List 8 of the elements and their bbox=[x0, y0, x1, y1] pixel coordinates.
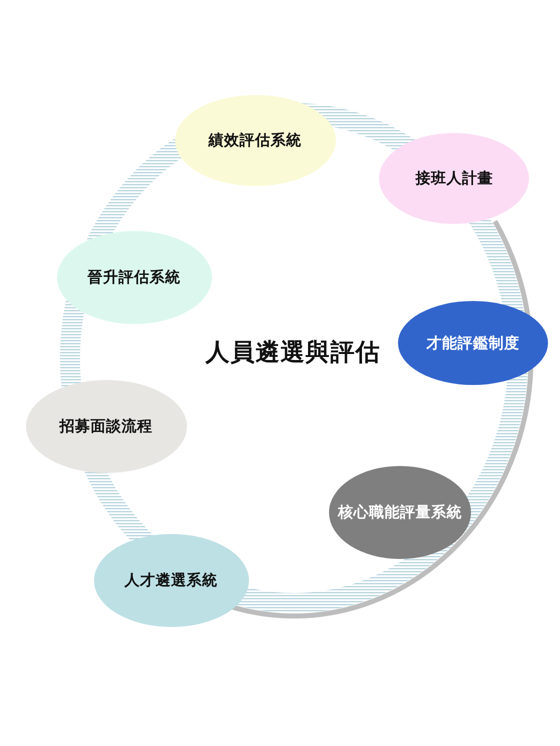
topic-label: 招募面談流程 bbox=[60, 416, 152, 436]
center-title: 人員遴選與評估 bbox=[206, 337, 380, 368]
topic-label: 核心職能評量系統 bbox=[338, 502, 462, 522]
topic-label: 人才遴選系統 bbox=[124, 570, 218, 590]
topic-label: 接班人計畫 bbox=[415, 168, 493, 188]
topic-label: 晉升評估系統 bbox=[88, 268, 180, 286]
topic-label: 績效評估系統 bbox=[208, 130, 302, 150]
topic-label: 才能評鑑制度 bbox=[426, 334, 520, 352]
